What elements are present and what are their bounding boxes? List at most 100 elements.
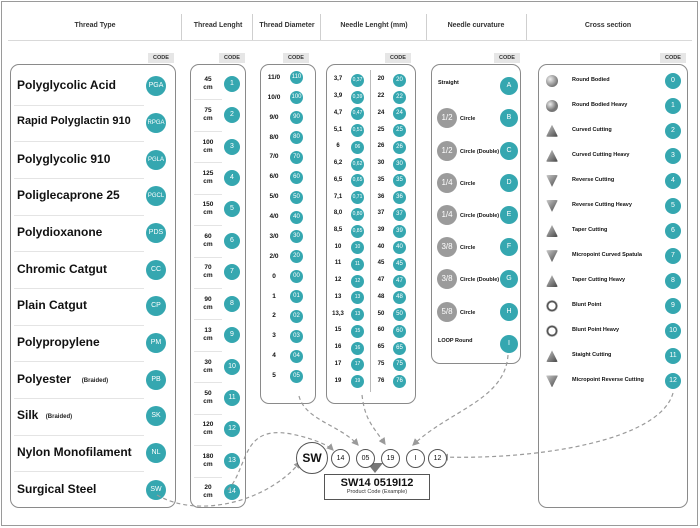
thread-length-value: 100 [202,138,214,146]
round-body-heavy-icon [546,99,558,112]
example-part-cross-section: 12 [428,449,447,468]
thread-length-unit: cm [203,335,213,343]
cross-section-label: Reverse Cutting Heavy [572,201,632,208]
thread-diameter-code-badge: 30 [290,230,303,244]
needle-length-mm: 13,3 [332,310,344,317]
needle-length-code-badge: 40 [393,241,406,255]
needle-length-mm: 5,1 [333,126,343,133]
curvature-code-badge: E [500,206,518,224]
blunt-point-heavy-icon [546,325,558,338]
link-thread-type [156,461,301,507]
header-separator [426,14,427,40]
needle-length-mm: 76 [377,377,385,384]
thread-length-unit: cm [203,83,213,91]
header-rule [8,40,692,41]
thread-length-code-badge: 9 [224,327,240,344]
cross-section-code-badge: 9 [665,298,681,315]
needle-length-code-badge: 0,80 [351,207,364,221]
row-divider [194,445,222,447]
row-divider [14,141,144,143]
needle-length-mm: 20 [377,76,385,83]
needle-length-mm: 10 [334,243,342,250]
needle-length-code-badge: 37 [393,207,406,221]
thread-diameter-size: 0 [272,272,276,280]
needle-length-code-badge: 11 [351,257,364,271]
thread-length-value: 30 [204,358,212,366]
thread-diameter-size: 9/0 [269,113,279,121]
row-divider [14,214,144,216]
thread-length-code-badge: 6 [224,232,240,249]
header-thread-type: Thread Type [74,22,116,29]
thread-length-value: 180 [202,452,214,460]
needle-length-code-badge: 76 [393,375,406,389]
thread-type-name: Surgical Steel [17,481,97,496]
thread-diameter-code-badge: 80 [290,131,303,145]
needle-length-mm: 7,1 [333,193,343,200]
cross-section-code-badge: 4 [665,172,681,189]
needle-length-code-badge: 12 [351,274,364,288]
thread-diameter-size: 5 [272,372,276,380]
needle-length-code-badge: 0,62 [351,157,364,171]
thread-length-unit: cm [203,398,213,405]
needle-length-code-badge: 19 [351,375,364,389]
needle-length-mm: 75 [377,360,385,367]
thread-diameter-size: 1 [272,292,276,300]
row-divider [194,193,222,195]
thread-length-value: 120 [202,421,214,429]
example-code-box: SW14 0519I12 Product Code (Example) [324,474,430,500]
cross-section-label: Reverse Cutting [572,176,615,183]
needle-length-mm: 37 [377,210,385,217]
needle-length-mm: 6,5 [333,176,343,183]
needle-length-mm: 45 [377,260,385,267]
thread-diameter-code-badge: 90 [290,111,303,125]
cross-section-label: Blunt Point [572,302,602,309]
needle-length-code-badge: 06 [351,140,364,154]
curvature-code-badge: I [500,334,518,353]
thread-length-value: 75 [204,107,212,115]
needle-length-code-badge: 0,37 [351,73,364,87]
curvature-fraction-icon: 3/8 [437,237,457,258]
curvature-fraction-icon: 3/8 [437,269,457,290]
thread-length-value: 150 [202,201,214,209]
curvature-fraction-icon: 1/2 [437,108,457,129]
needle-length-code-badge: 0,85 [351,224,364,238]
needle-length-code-badge: 13 [351,291,364,305]
row-divider [14,251,144,253]
column-divider [370,70,371,392]
needle-length-code-badge: 36 [393,191,406,205]
needle-length-mm: 65 [377,344,385,351]
thread-diameter-size: 3/0 [269,232,279,240]
thread-length-value: 45 [204,75,212,83]
needle-length-code-badge: 0,51 [351,124,364,138]
cross-section-code-badge: 10 [665,323,681,340]
needle-length-code-badge: 0,39 [351,90,364,104]
example-part-curvature: I [406,449,425,468]
row-divider [194,476,222,478]
row-divider [194,350,222,352]
code-tag: CODE [219,53,245,63]
curvature-label: Circle [460,180,476,187]
thread-diameter-size: 2/0 [269,252,279,260]
needle-length-mm: 40 [377,243,385,250]
needle-length-mm: 30 [377,160,385,167]
thread-length-code-badge: 1 [224,75,240,92]
header-separator [320,14,321,40]
cross-section-code-badge: 5 [665,197,681,214]
needle-length-mm: 8,0 [333,210,343,217]
thread-length-code-badge: 5 [224,201,240,218]
thread-type-code-badge: PDS [146,223,166,243]
example-part-needle-length: 19 [381,449,400,468]
needle-length-mm: 24 [377,109,385,116]
needle-length-code-badge: 45 [393,257,406,271]
thread-length-value: 50 [204,390,212,397]
curvature-label: Circle (Double) [460,213,500,219]
needle-length-code-badge: 35 [393,174,406,188]
thread-diameter-size: 3 [272,332,276,340]
row-divider [194,382,222,384]
thread-length-value: 60 [204,232,212,240]
thread-type-name: Plain Catgut [17,298,88,313]
needle-length-mm: 4,7 [333,109,343,116]
row-divider [14,361,144,363]
